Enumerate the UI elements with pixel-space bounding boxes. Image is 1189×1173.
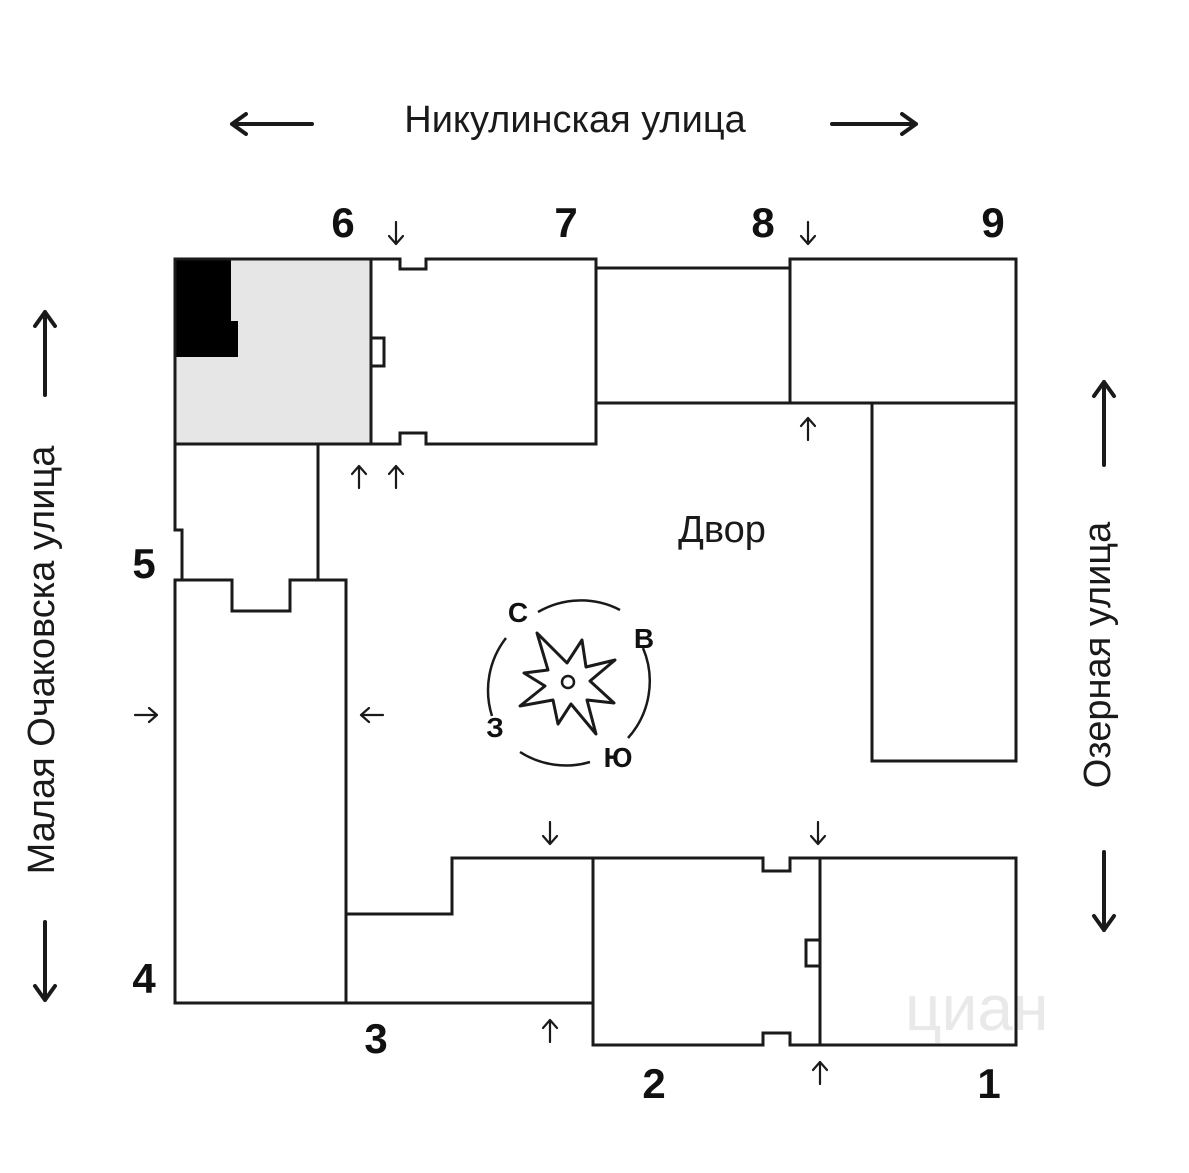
street-arrow-top-right <box>830 112 918 136</box>
street-arrow-top-left <box>230 112 314 136</box>
section-9-wing-outline <box>870 401 1018 763</box>
street-arrow-right-up <box>1092 380 1116 467</box>
street-arrow-right-down <box>1092 850 1116 932</box>
section-3-outline <box>346 856 595 1005</box>
compass-north-label: С <box>508 597 528 628</box>
section-number-8: 8 <box>751 199 774 246</box>
entrance-arrow-icon <box>541 1018 559 1044</box>
entrance-arrow-icon <box>133 706 159 724</box>
section-number-2: 2 <box>642 1060 665 1107</box>
yard-label: Двор <box>678 509 766 551</box>
street-label-right: Озерная улица <box>1077 521 1119 788</box>
section-number-5: 5 <box>132 540 155 587</box>
entrance-arrow-icon <box>809 820 827 846</box>
section-number-4: 4 <box>132 955 156 1002</box>
entrance-arrow-icon <box>541 820 559 846</box>
section-number-7: 7 <box>554 199 577 246</box>
street-arrow-left-down <box>33 920 57 1002</box>
building-outlines <box>173 257 1018 1047</box>
section-number-6: 6 <box>331 199 354 246</box>
section-9-outline <box>788 257 1018 405</box>
compass-center-icon <box>560 674 576 690</box>
section-2-outline <box>591 856 822 1047</box>
compass-west-label: З <box>486 712 504 743</box>
section-number-3: 3 <box>364 1015 387 1062</box>
entrance-arrow-icon <box>387 464 405 490</box>
watermark: циан <box>905 972 1048 1044</box>
watermark-text: циан <box>905 972 1048 1044</box>
street-arrow-left-up <box>33 310 57 397</box>
section-4-outline <box>173 578 348 1005</box>
section-1-outline <box>820 856 1018 1047</box>
compass-east-label: В <box>634 623 654 654</box>
section-7-outline <box>371 257 598 446</box>
entrance-arrow-icon <box>387 220 405 246</box>
entrance-arrow-icon <box>359 706 385 724</box>
entrance-arrow-icon <box>799 220 817 246</box>
compass-ring-icon <box>486 599 651 767</box>
street-label-left: Малая Очаковска улица <box>21 445 63 875</box>
section-number-9: 9 <box>981 199 1004 246</box>
compass-rose: С В Ю З <box>486 597 654 773</box>
section-5-outline <box>173 444 320 582</box>
section-number-1: 1 <box>977 1060 1000 1107</box>
entrance-arrows <box>133 220 829 1086</box>
street-label-top: Никулинская улица <box>404 99 746 141</box>
entrance-arrow-icon <box>799 416 817 442</box>
selected-unit[interactable] <box>175 259 238 357</box>
compass-south-label: Ю <box>604 742 633 773</box>
section-8-outline <box>596 266 790 405</box>
entrance-arrow-icon <box>350 464 368 490</box>
entrance-arrow-icon <box>811 1060 829 1086</box>
